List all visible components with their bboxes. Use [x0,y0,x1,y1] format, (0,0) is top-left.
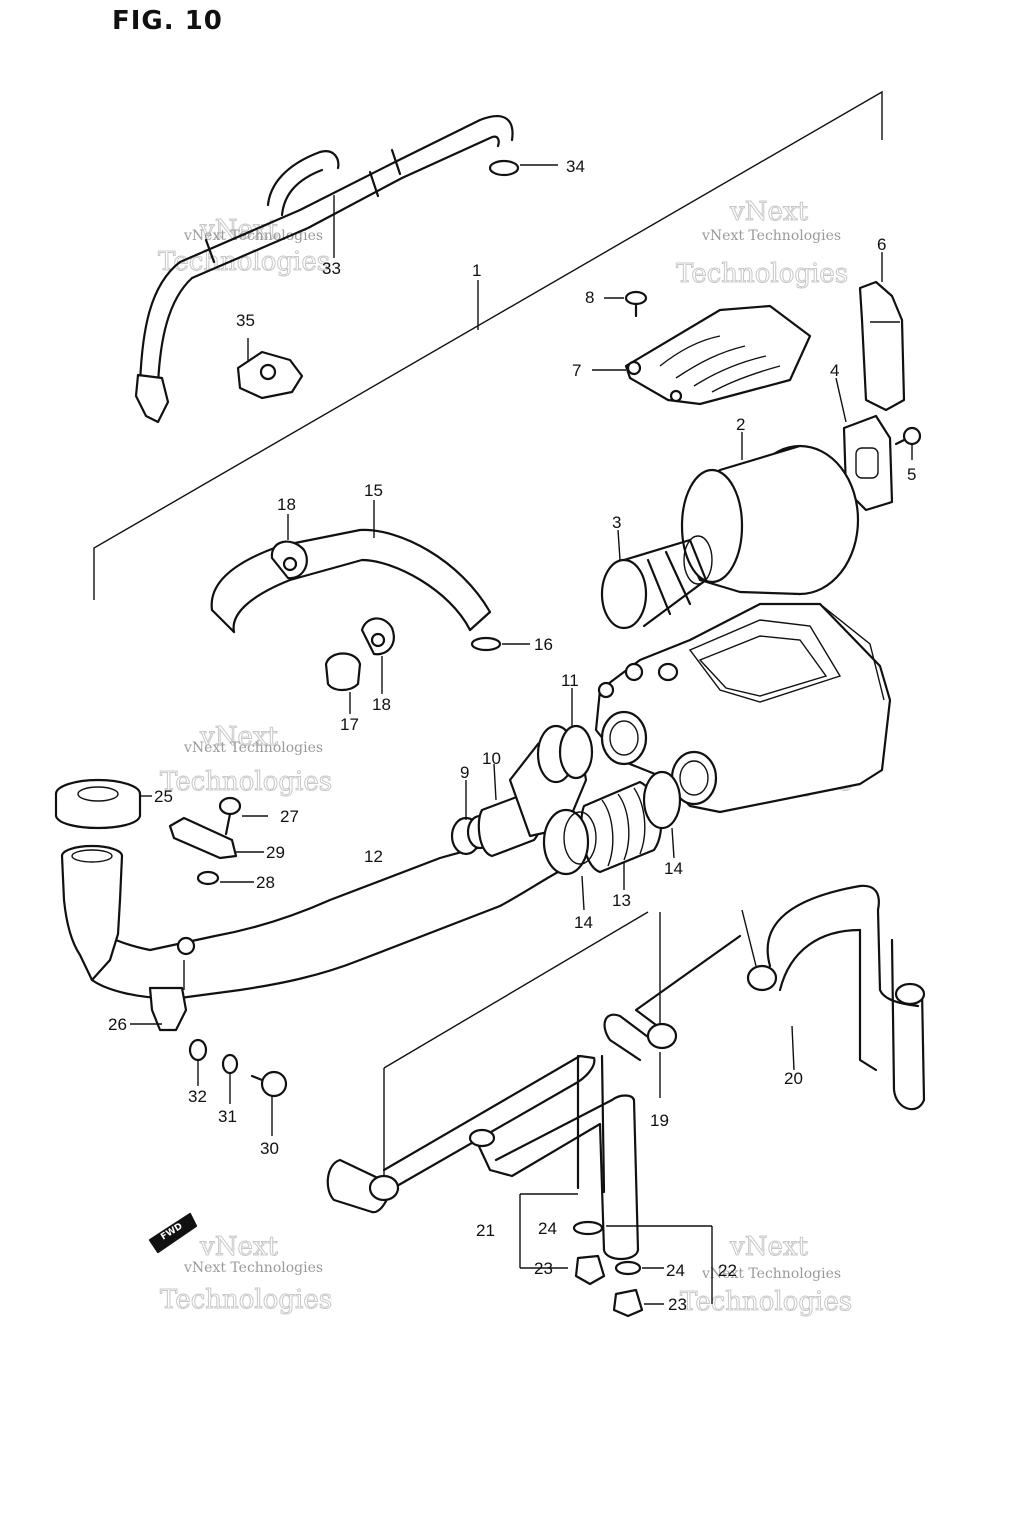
watermark-top-right: vNext vNext Technologies Technologies [676,197,849,290]
callout-9: 9 [460,763,469,782]
watermark-text: vNext Technologies [701,228,841,244]
watermark-text: vNext Technologies [183,740,323,756]
callout-31: 31 [218,1107,237,1126]
watermark-text: vNext [199,722,278,752]
callout-4: 4 [830,361,839,380]
callout-23a: 23 [534,1259,553,1278]
callout-18a: 18 [277,495,296,514]
watermark-mid-left: vNext vNext Technologies Technologies [160,722,333,798]
part-21-drain-hose [326,911,649,1214]
callout-28: 28 [256,873,275,892]
watermark-text: vNext [729,197,808,227]
assembly-bracket [93,90,883,600]
part-23-plug-b [606,1225,713,1318]
callout-26: 26 [108,1015,127,1034]
part-28-washer [196,870,254,886]
part-15-hose [210,500,492,634]
callout-35: 35 [236,311,255,330]
callout-13: 13 [612,891,631,910]
watermark-bottom-right: vNext vNext Technologies Technologies [680,1232,853,1318]
part-11-clamp [536,688,594,784]
callout-32: 32 [188,1087,207,1106]
part-24-clip-b [614,1260,664,1276]
part-6-bracket [858,252,906,412]
callout-1: 1 [472,261,481,280]
callout-8: 8 [585,288,594,307]
callout-12: 12 [364,847,383,866]
part-27-bolt [218,796,268,836]
callout-15: 15 [364,481,383,500]
callout-34: 34 [566,157,585,176]
callout-14b: 14 [664,859,683,878]
part-34-clip [488,159,558,177]
callout-18b: 18 [372,695,391,714]
callout-19: 19 [650,1111,669,1130]
callout-30: 30 [260,1139,279,1158]
fwd-arrow-icon: FWD [148,1212,198,1254]
part-16-clip [470,636,530,652]
watermark-text: vNext Technologies [183,228,323,244]
watermark-text: Technologies [160,767,332,797]
callout-25: 25 [154,787,173,806]
callout-21: 21 [476,1221,495,1240]
callout-3: 3 [612,513,621,532]
callout-24a: 24 [538,1219,557,1238]
watermark-top-left: vNext vNext Technologies Technologies [158,215,331,278]
watermark-text: Technologies [160,1285,332,1315]
part-18-clamp-lower [360,617,395,694]
callout-22: 22 [718,1261,737,1280]
part-24-clip-a [519,1193,604,1268]
callout-10: 10 [482,749,501,768]
air-cleaner-case [594,602,892,814]
part-35-clamp [236,338,304,400]
watermark-text: vNext [199,215,278,245]
part-3-filter-frame [600,529,713,630]
part-8-screw [604,290,648,318]
figure-title: FIG. 10 [112,6,223,36]
part-25-grommet [54,778,152,830]
part-12-intake-duct [72,836,582,1000]
callout-11: 11 [561,671,579,690]
watermark-text: vNext [199,1232,278,1262]
callout-27: 27 [280,807,299,826]
callout-24b: 24 [666,1261,685,1280]
watermark-bottom-left: vNext vNext Technologies Technologies [160,1232,333,1316]
watermark-text: vNext [729,1232,808,1262]
part-2-filter-element [680,432,860,596]
part-31-nut [221,1053,239,1104]
callout-23b: 23 [668,1295,687,1314]
part-22-drain-hose [468,1094,640,1261]
callout-20: 20 [784,1069,803,1088]
part-26-duct-pipe [60,844,196,1032]
watermark-text: Technologies [676,259,848,289]
part-5-bolt [894,426,922,460]
part-14-clamp-b [642,770,682,859]
callout-29: 29 [266,843,285,862]
callout-labels: 1 2 3 4 5 6 7 8 9 10 11 12 13 14 14 15 1… [108,157,916,1314]
part-23-plug-a [520,1254,606,1286]
watermark-text: vNext Technologies [183,1260,323,1276]
part-19-hose [603,912,742,1098]
part-29-bracket [168,816,264,860]
part-32-washer [188,1038,208,1086]
callout-33: 33 [322,259,341,278]
callout-14a: 14 [574,913,593,932]
callout-6: 6 [877,235,886,254]
part-33-breather-hose [134,114,514,424]
callout-2: 2 [736,415,745,434]
part-14-clamp-a [542,808,597,911]
part-18-clamp-upper [270,514,308,580]
callout-16: 16 [534,635,553,654]
part-30-bolt [250,1070,288,1136]
callout-7: 7 [572,361,581,380]
part-20-drain-hose [741,884,926,1111]
callout-17: 17 [340,715,359,734]
part-17-cap [324,652,362,714]
watermark-text: Technologies [680,1287,852,1317]
callout-5: 5 [907,465,916,484]
part-7-cover [592,304,812,406]
watermark-text: vNext Technologies [701,1266,841,1282]
watermark-text: Technologies [158,247,330,277]
